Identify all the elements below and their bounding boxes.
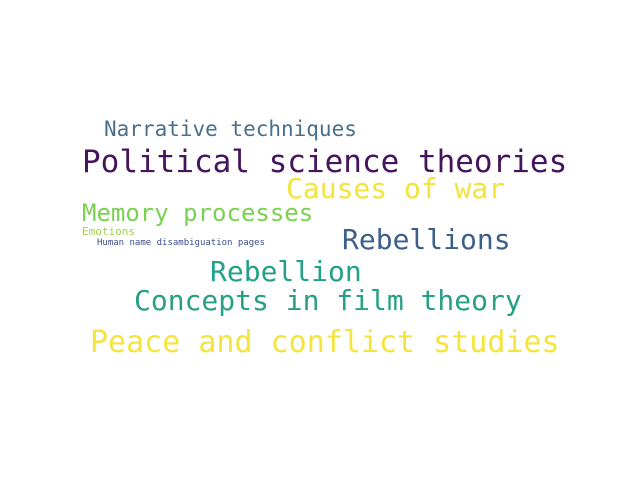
word-human-name-disambiguation-pages: Human name disambiguation pages	[97, 238, 265, 248]
word-narrative-techniques: Narrative techniques	[104, 117, 357, 141]
word-emotions: Emotions	[82, 225, 135, 238]
word-peace-and-conflict-studies: Peace and conflict studies	[90, 325, 560, 360]
word-concepts-in-film-theory: Concepts in film theory	[134, 284, 522, 317]
word-rebellions: Rebellions	[342, 223, 511, 256]
word-rebellion: Rebellion	[210, 255, 362, 288]
word-causes-of-war: Causes of war	[286, 172, 506, 205]
word-memory-processes: Memory processes	[82, 199, 314, 227]
word-political-science-theories: Political science theories	[82, 144, 568, 180]
